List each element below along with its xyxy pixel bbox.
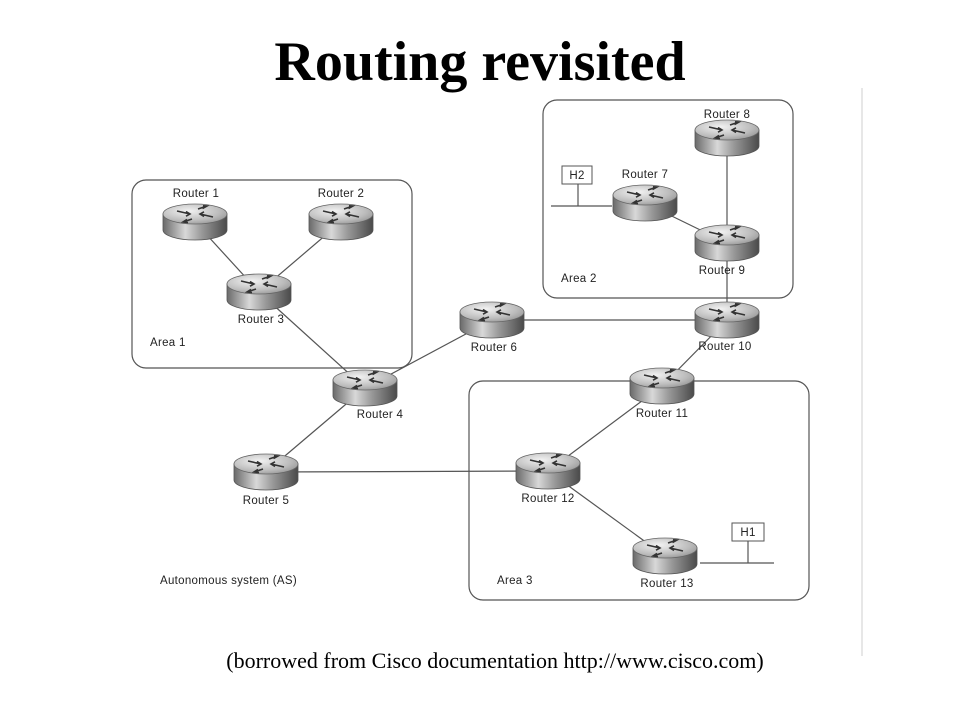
router-1: Router 1	[162, 188, 228, 241]
router-icon	[612, 184, 678, 222]
autonomous-system-label: Autonomous system (AS)	[160, 575, 297, 587]
router-5: Router 5	[233, 453, 299, 507]
router-4: Router 4	[332, 369, 404, 421]
area-label: Area 1	[150, 337, 186, 349]
router-label: Router 6	[471, 342, 518, 354]
router-icon	[308, 203, 374, 241]
router-8: Router 8	[694, 109, 760, 157]
router-label: Router 3	[238, 314, 285, 326]
router-label: Router 8	[704, 109, 751, 121]
router-icon	[694, 119, 760, 157]
router-13: Router 13	[632, 537, 698, 590]
router-12: Router 12	[515, 452, 581, 505]
router-2: Router 2	[308, 188, 374, 241]
router-label: Router 4	[357, 409, 404, 421]
router-10: Router 10	[694, 301, 760, 353]
host-h1: H1	[700, 522, 774, 564]
routers: Router 1 Router 2 Router 3 Router 4 Router 5…	[162, 109, 760, 590]
router-icon	[459, 301, 525, 339]
router-label: Router 13	[640, 578, 693, 590]
router-label: Router 7	[622, 169, 669, 181]
router-icon	[629, 367, 695, 405]
router-3: Router 3	[226, 273, 292, 326]
router-label: Router 9	[699, 265, 746, 277]
router-icon	[233, 453, 299, 491]
caption: (borrowed from Cisco documentation http:…	[226, 648, 764, 673]
router-label: Router 12	[521, 493, 574, 505]
host-h2: H2	[551, 165, 612, 207]
router-9: Router 9	[694, 224, 760, 277]
router-icon	[332, 369, 398, 407]
host-label: H1	[740, 527, 755, 539]
link-r5-r12	[265, 470, 549, 473]
router-label: Router 2	[318, 188, 365, 200]
slide-title: Routing revisited	[274, 31, 686, 93]
router-icon	[694, 224, 760, 262]
router-6: Router 6	[459, 301, 525, 354]
router-icon	[226, 273, 292, 311]
area-2-box	[542, 99, 794, 299]
area-label: Area 3	[497, 575, 533, 587]
router-icon	[694, 301, 760, 339]
router-label: Router 10	[698, 341, 751, 353]
router-icon	[632, 537, 698, 575]
host-label: H2	[569, 170, 584, 182]
area-label: Area 2	[561, 273, 597, 285]
router-7: Router 7	[612, 169, 678, 222]
router-label: Router 1	[173, 188, 220, 200]
router-icon	[515, 452, 581, 490]
router-11: Router 11	[629, 367, 695, 420]
router-label: Router 5	[243, 495, 290, 507]
router-icon	[162, 203, 228, 241]
router-label: Router 11	[636, 408, 688, 420]
area-1-box	[131, 179, 413, 369]
